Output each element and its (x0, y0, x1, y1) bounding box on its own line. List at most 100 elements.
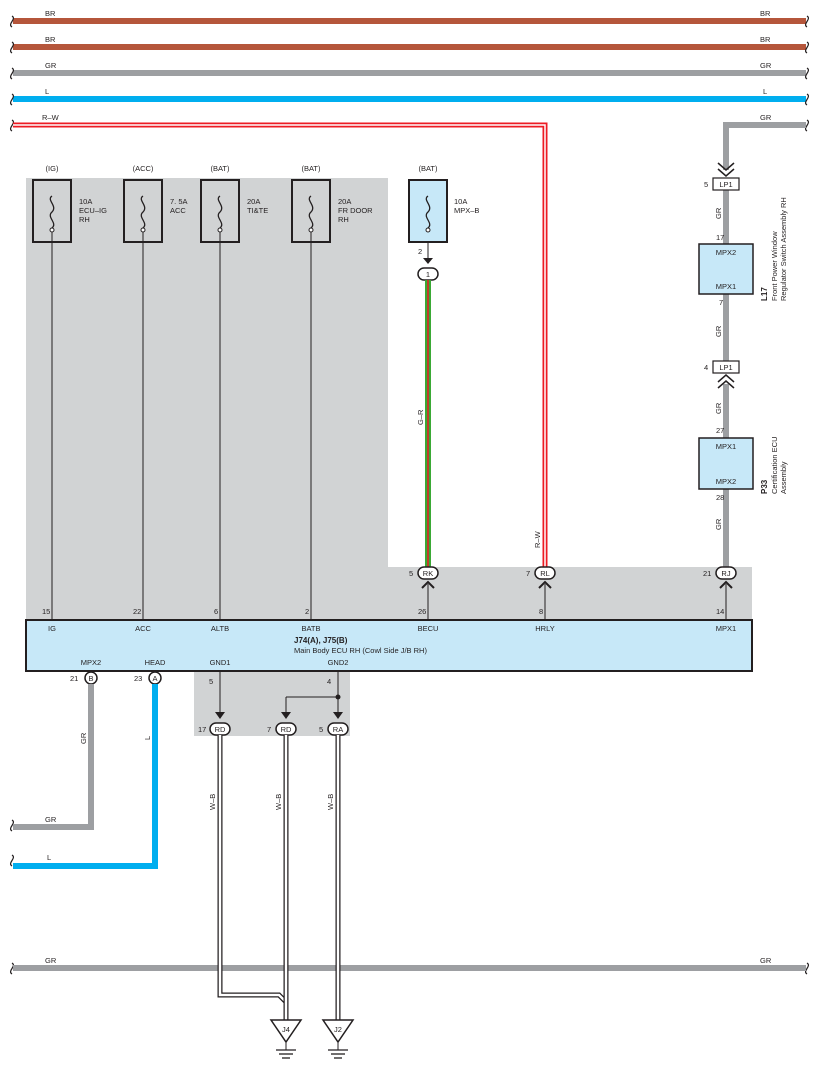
l17-bottom-terminal: MPX1 (716, 282, 736, 291)
connector-name: A (152, 674, 157, 683)
ecu-pin: 2 (305, 607, 309, 616)
ecu-pin: 14 (716, 607, 724, 616)
bus-wire-label: L (45, 87, 49, 96)
ecu-terminal: MPX1 (716, 624, 736, 633)
p33-name-line-2: Assembly (779, 461, 788, 494)
connector-pin: 21 (703, 569, 711, 578)
gr-wire-label: GR (714, 207, 723, 219)
connector-lp1-top: LP1 5 (704, 162, 740, 191)
gr-wire-label: GR (714, 325, 723, 337)
l-wire-left: L L (13, 684, 158, 869)
gr-wire-label: GR (714, 402, 723, 414)
rw-wire-label: R–W (42, 113, 60, 122)
l17-name-line-1: Front Power Window (770, 231, 779, 301)
p33-certification-ecu: MPX1 MPX2 27 28 P33 Certification ECU As… (698, 426, 788, 502)
w-b-crossing (217, 962, 341, 974)
connector-rd-7: RD 7 (267, 722, 297, 736)
l17-switch-assembly: MPX2 MPX1 17 7 L17 Front Power Window Re… (698, 197, 788, 307)
connector-pin: 23 (134, 674, 142, 683)
fuse-supply: (BAT) (418, 164, 438, 173)
ecu-terminal: IG (48, 624, 56, 633)
l17-code: L17 (760, 287, 769, 301)
l17-name-line-2: Regulator Switch Assembly RH (779, 197, 788, 301)
fuse-name: RH (79, 215, 90, 224)
connector-pin: 17 (198, 725, 206, 734)
fuse-supply: (BAT) (210, 164, 230, 173)
connector-pin: 4 (704, 363, 708, 372)
main-body-ecu: 15 22 6 2 26 8 14 IG ACC ALTB BATB BECU … (25, 607, 753, 672)
ecu-terminal: MPX2 (81, 658, 101, 667)
fuse-name: ACC (170, 206, 186, 215)
bus-wire-label: BR (760, 9, 771, 18)
ecu-terminal: HEAD (145, 658, 166, 667)
gr-wire-top-label: GR (760, 113, 772, 122)
fuse-name: ECU–IG (79, 206, 107, 215)
bottom-gr-bus: GR GR (13, 956, 806, 971)
ecu-pin: 15 (42, 607, 50, 616)
connector-name: RD (215, 725, 226, 734)
p33-top-terminal: MPX1 (716, 442, 736, 451)
fuse-rating: 7. 5A (170, 197, 188, 206)
ecu-pin: 6 (214, 607, 218, 616)
bus-wire-br-2: BR BR (13, 35, 806, 50)
l-wire-left-label: L (47, 853, 51, 862)
ecu-terminal: GND1 (210, 658, 231, 667)
ground-j2: J2 (321, 1019, 355, 1059)
connector-pin: 5 (409, 569, 413, 578)
fuse-supply: (BAT) (301, 164, 321, 173)
connector-pin: 7 (526, 569, 530, 578)
gr-wire-left-vertical-label: GR (79, 732, 88, 744)
ecu-terminal: ALTB (211, 624, 229, 633)
ecu-terminal: BATB (301, 624, 320, 633)
rw-vertical-label: R–W (533, 530, 542, 548)
g-r-wire-label: G–R (416, 409, 425, 425)
gnd2-pin: 4 (327, 677, 331, 686)
p33-bottom-pin: 28 (716, 493, 724, 502)
fuse-rating: 20A (338, 197, 351, 206)
p33-name-line-1: Certification ECU (770, 436, 779, 494)
bus-wire-label: BR (45, 35, 56, 44)
bus-wire-label: BR (45, 9, 56, 18)
ecu-pin: 26 (418, 607, 426, 616)
ecu-terminal: HRLY (535, 624, 554, 633)
bus-wire-l: L L (13, 87, 806, 102)
connector-b: B 21 (70, 671, 98, 685)
bus-wire-br-1: BR BR (13, 9, 806, 24)
connector-name: RA (333, 725, 343, 734)
fuse-name: MPX–B (454, 206, 479, 215)
connector-name: RK (423, 569, 433, 578)
ecu-terminal: GND2 (328, 658, 349, 667)
gr-wire-left-label: GR (45, 815, 57, 824)
w-b-label: W–B (208, 794, 217, 810)
l17-bottom-pin: 7 (719, 298, 723, 307)
bottom-bus-label: GR (45, 956, 57, 965)
connector-rk: RK 5 (409, 566, 439, 620)
connector-pin: 21 (70, 674, 78, 683)
connector-a: A 23 (134, 671, 162, 685)
connector-rl: RL 7 (526, 566, 556, 620)
connector-name: RJ (721, 569, 730, 578)
p33-top-pin: 27 (716, 426, 724, 435)
ecu-title: J74(A), J75(B) (294, 636, 348, 645)
ground-j4: J4 (269, 1019, 303, 1059)
bottom-bus-label: GR (760, 956, 772, 965)
ecu-pin: 8 (539, 607, 543, 616)
connector-rj: RJ 21 (703, 566, 737, 620)
ecu-subtitle: Main Body ECU RH (Cowl Side J/B RH) (294, 646, 427, 655)
gr-wire-right: GR GR GR GR GR (714, 113, 806, 568)
fuse-mpx-b: (BAT) 10A MPX–B 2 1 (408, 164, 479, 281)
ground-junction: 5 4 (209, 671, 343, 719)
gnd1-pin: 5 (209, 677, 213, 686)
bus-wire-label: GR (45, 61, 57, 70)
w-b-ground-wires (217, 735, 341, 1020)
connector-name: RD (281, 725, 292, 734)
w-b-label: W–B (326, 794, 335, 810)
l17-top-pin: 17 (716, 233, 724, 242)
w-b-label: W–B (274, 794, 283, 810)
fuse-rating: 20A (247, 197, 260, 206)
p33-bottom-terminal: MPX2 (716, 477, 736, 486)
rw-wire: R–W R–W (13, 113, 548, 570)
fuse-supply: (ACC) (133, 164, 154, 173)
connector-name: LP1 (719, 180, 732, 189)
